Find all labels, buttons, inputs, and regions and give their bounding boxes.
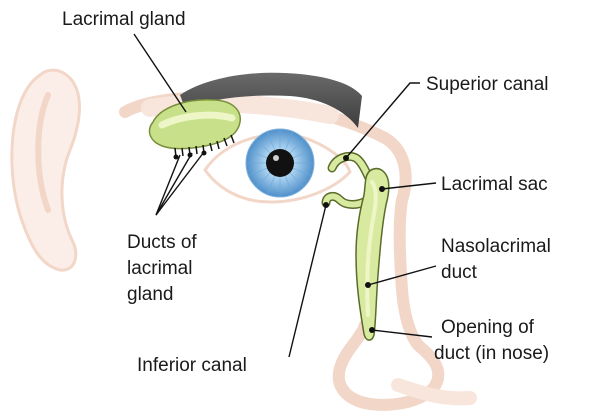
leader-ducts-1 [156, 155, 180, 215]
lacrimal-sac-and-duct [356, 169, 389, 341]
label-lacrimal-sac: Lacrimal sac [441, 174, 548, 195]
leader-opening-of-duct [372, 330, 432, 337]
label-nasolacrimal-line-2: duct [441, 262, 478, 283]
label-ducts-line-3: gland [127, 284, 174, 305]
label-nasolacrimal-line-1: Nasolacrimal [441, 236, 551, 257]
leader-ducts-3 [156, 152, 204, 215]
label-nasolacrimal-duct: Nasolacrimal duct [441, 236, 556, 283]
ear [12, 70, 80, 270]
label-opening-line-2: duct (in nose) [434, 343, 549, 364]
leader-ducts-2 [156, 153, 192, 215]
label-opening-line-1: Opening of [441, 317, 535, 338]
label-lacrimal-gland: Lacrimal gland [62, 9, 186, 30]
label-ducts-of-lacrimal-gland: Ducts of lacrimal gland [127, 232, 202, 305]
label-ducts-line-2: lacrimal [127, 258, 192, 279]
label-ducts-line-1: Ducts of [127, 232, 197, 253]
leader-inferior-canal [289, 205, 326, 357]
pupil [266, 149, 294, 177]
label-inferior-canal: Inferior canal [137, 355, 247, 376]
label-opening-of-duct: Opening of duct (in nose) [434, 317, 549, 364]
label-superior-canal: Superior canal [426, 74, 549, 95]
